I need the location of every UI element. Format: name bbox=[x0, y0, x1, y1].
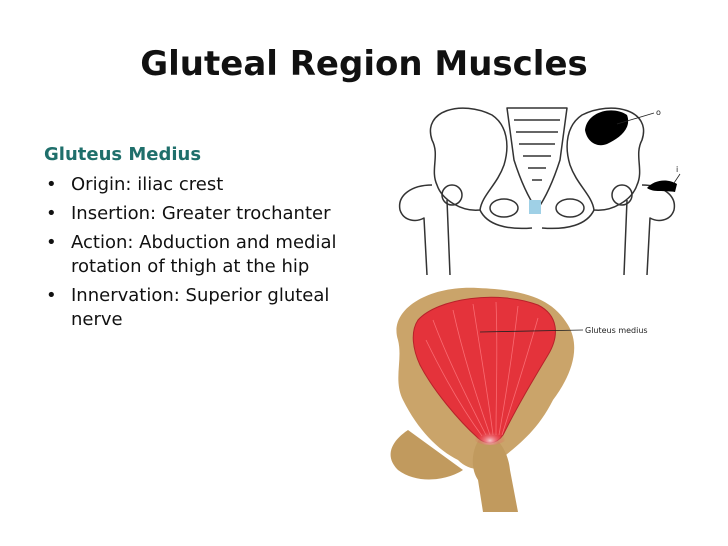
bullet-list: Origin: iliac crest Insertion: Greater t… bbox=[44, 173, 354, 332]
origin-marker bbox=[585, 110, 629, 146]
label-insertion: i bbox=[676, 165, 678, 174]
bullet-innervation: Innervation: Superior gluteal nerve bbox=[44, 284, 354, 332]
subheading: Gluteus Medius bbox=[44, 144, 202, 165]
bullet-action: Action: Abduction and medial rotation of… bbox=[44, 231, 354, 279]
left-femur bbox=[398, 184, 451, 276]
bullet-origin: Origin: iliac crest bbox=[44, 173, 354, 197]
content-text-block: Gluteus Medius Origin: iliac crest Inser… bbox=[44, 143, 354, 337]
pelvis-diagram: o i bbox=[392, 100, 682, 276]
label-gluteus-medius: Gluteus medius bbox=[585, 326, 648, 335]
sacrum bbox=[506, 107, 568, 211]
right-ilium bbox=[566, 107, 645, 211]
bullet-insertion: Insertion: Greater trochanter bbox=[44, 202, 354, 226]
gluteus-medius-muscle bbox=[412, 296, 556, 444]
left-ilium bbox=[429, 107, 508, 211]
symphysis-mark bbox=[529, 200, 541, 214]
insertion-marker bbox=[647, 180, 677, 192]
gluteus-medius-illustration: Gluteus medius bbox=[378, 280, 678, 512]
femur bbox=[472, 430, 518, 512]
label-origin: o bbox=[656, 108, 661, 117]
slide-title: Gluteal Region Muscles bbox=[140, 44, 588, 84]
